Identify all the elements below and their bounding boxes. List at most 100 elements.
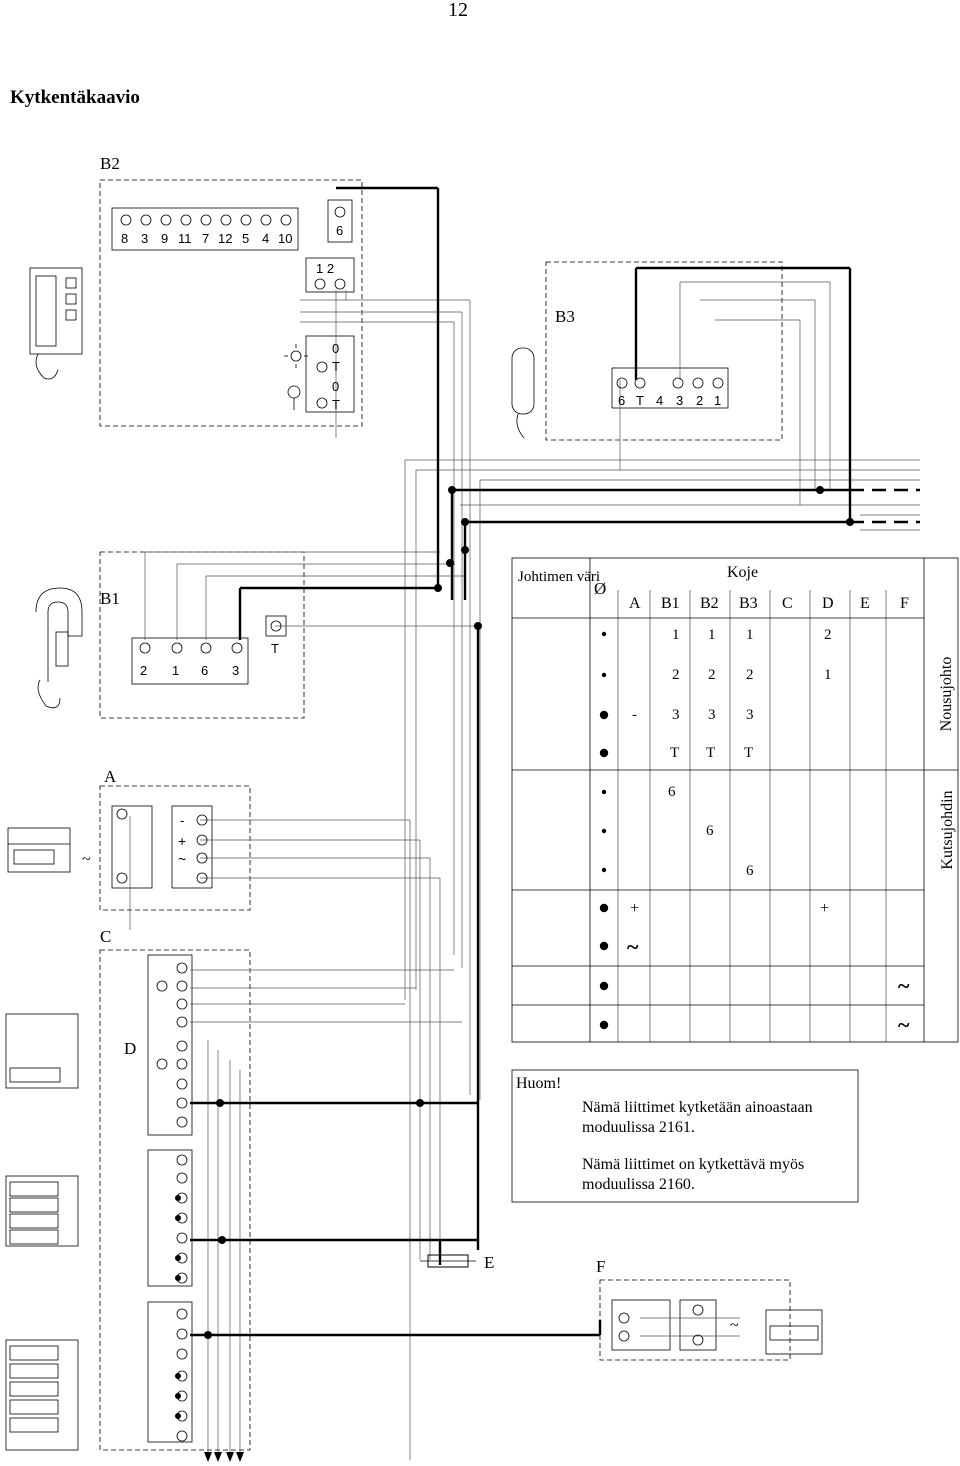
b1-handset-icon: [35, 587, 83, 709]
b3-enclosure: [545, 261, 783, 441]
b1-terminal: 3: [232, 663, 240, 678]
a-terminal-minus: -: [180, 813, 185, 828]
table-col: B1: [661, 595, 680, 612]
table-cell: +: [630, 900, 640, 917]
table-cell: 6: [668, 784, 676, 800]
table-col: F: [900, 595, 909, 612]
table-cell: 2: [746, 667, 754, 683]
table-col: A: [629, 595, 641, 612]
label-b1: B1: [100, 589, 120, 608]
side-label-call: Kutsujohdin: [939, 790, 956, 870]
label-f: F: [596, 1257, 606, 1276]
table-cell: 1: [824, 667, 832, 683]
note-line2b: moduulissa 2160.: [582, 1176, 695, 1193]
call-panel-2-icon: [5, 1339, 79, 1451]
note-box: [511, 1069, 859, 1203]
b2-light-t: T: [332, 359, 340, 374]
note-line1a: Nämä liittimet kytketään ainoastaan: [582, 1099, 813, 1116]
label-b2: B2: [100, 154, 120, 173]
f-module-icon: [765, 1309, 823, 1355]
a-enclosure: [99, 785, 251, 911]
b2-terminal: 4: [262, 231, 270, 246]
table-cell: -: [632, 707, 637, 723]
a-power-supply-icon: [7, 827, 71, 873]
label-c: C: [100, 927, 112, 946]
b2-terminal: 7: [202, 231, 210, 246]
b1-terminal: 2: [140, 663, 148, 678]
table-device-header: Koje: [727, 564, 759, 581]
b3-terminal: T: [636, 393, 644, 408]
table-cell: 3: [672, 707, 680, 723]
table-cell: T: [706, 745, 716, 761]
table-col: D: [822, 595, 834, 612]
page-title: Kytkentäkaavio: [10, 87, 140, 108]
table-cell: 3: [746, 707, 754, 723]
key-icon: [287, 385, 301, 410]
table-cell: ~: [898, 1012, 910, 1037]
table-cell: 2: [672, 667, 680, 683]
b1-terminal-t: T: [271, 641, 279, 656]
table-cell: 6: [746, 863, 754, 879]
b3-terminal: 4: [656, 393, 664, 408]
table-gauge-header: Ø: [594, 579, 607, 598]
table-cell: 2: [824, 627, 832, 643]
table-cell: ~: [627, 934, 639, 959]
light-icon: [284, 344, 308, 368]
label-tilde-f: ~: [730, 1317, 739, 1334]
a-terminal-plus: +: [178, 833, 187, 849]
b2-terminal-12: 1 2: [316, 261, 335, 276]
b2-terminal-6: 6: [336, 223, 344, 238]
table-col: B2: [700, 595, 719, 612]
b3-terminal: 1: [714, 393, 722, 408]
table-col: B3: [739, 595, 758, 612]
table-cell: 3: [708, 707, 716, 723]
note-title: Huom!: [516, 1075, 562, 1092]
b3-terminal: 2: [696, 393, 704, 408]
b3-terminal: 6: [618, 393, 626, 408]
c-enclosure: [99, 949, 251, 1451]
c-speaker-panel-icon: [5, 1013, 79, 1089]
b2-key-t: T: [332, 397, 340, 412]
b2-terminal: 12: [218, 231, 233, 246]
note-line1b: moduulissa 2161.: [582, 1119, 695, 1136]
table-cell: +: [820, 900, 830, 917]
b1-terminal: 1: [172, 663, 180, 678]
label-b3: B3: [555, 307, 575, 326]
table-cell: 6: [706, 823, 714, 839]
b2-light-0: 0: [332, 341, 340, 356]
b3-handset-icon: [511, 347, 535, 439]
page-number: 12: [448, 0, 468, 21]
note-line2a: Nämä liittimet on kytkettävä myös: [582, 1156, 805, 1173]
label-a: A: [104, 767, 117, 786]
b2-terminal: 8: [121, 231, 129, 246]
b1-terminal: 6: [201, 663, 209, 678]
b2-terminal: 11: [178, 231, 192, 246]
b2-handset-icon: [29, 267, 83, 380]
table-cell: 2: [708, 667, 716, 683]
side-label-riser: Nousujohto: [938, 656, 955, 732]
label-e: E: [484, 1253, 495, 1272]
call-panel-1-icon: [5, 1175, 79, 1247]
table-cell: 1: [672, 627, 680, 643]
label-tilde-a: ~: [82, 851, 91, 868]
label-d: D: [124, 1039, 137, 1058]
b3-terminal: 3: [676, 393, 684, 408]
b2-key-0: 0: [332, 379, 340, 394]
table-cell: ~: [898, 973, 910, 998]
junction-dots: [175, 486, 854, 1419]
b2-terminal: 10: [278, 231, 293, 246]
b2-enclosure: [99, 179, 363, 427]
b2-terminal: 5: [242, 231, 250, 246]
table-cell: T: [670, 745, 680, 761]
table-cell: 1: [746, 627, 754, 643]
b2-terminal: 3: [141, 231, 149, 246]
table-cell: 1: [708, 627, 716, 643]
down-arrows: [204, 1452, 244, 1462]
wire-table: [511, 557, 959, 1043]
table-col: C: [782, 595, 793, 612]
table-color-header: Johtimen väri: [518, 569, 601, 585]
b2-terminal: 9: [161, 231, 169, 246]
screw-terminals: [116, 206, 724, 1442]
a-terminal-ac: ~: [178, 851, 187, 867]
